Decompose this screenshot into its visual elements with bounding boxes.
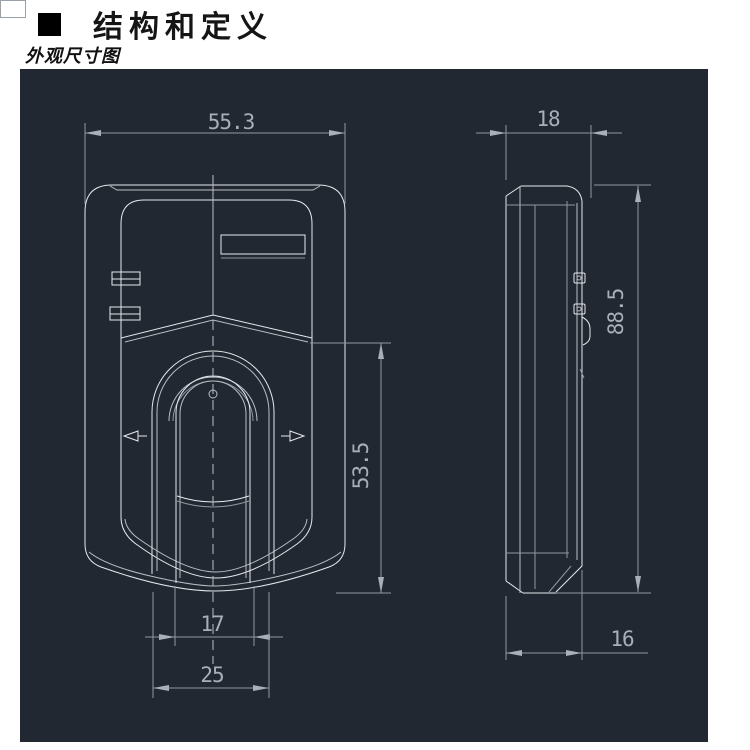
- dim-side-height-label: 88.5: [604, 289, 628, 336]
- front-inner-panel-rim: [124, 518, 308, 573]
- front-inner-panel: [120, 199, 313, 579]
- dim-front-window-width: 17: [145, 586, 283, 646]
- dim-front-overall-width-label: 55.3: [208, 110, 255, 134]
- dim-front-overall-width: 55.3: [84, 110, 346, 204]
- corner-cell-box: [0, 0, 26, 18]
- fp-window-inner: [179, 380, 247, 578]
- dim-side-body-depth-label: 16: [610, 627, 634, 651]
- dim-front-sensor-height: 53.5: [310, 342, 391, 594]
- dim-side-depth-label: 18: [536, 107, 560, 131]
- drawing-subtitle: 外观尺寸图: [25, 46, 120, 66]
- section-title: 结构和定义: [93, 11, 273, 44]
- front-view: [84, 175, 346, 664]
- fp-window-sill2: [176, 500, 250, 508]
- side-top-chamfer: [505, 185, 522, 197]
- side-front-face: [555, 201, 583, 593]
- dimension-drawing: 55.3 53.5 17 25: [84, 107, 651, 698]
- front-outer-outline: [84, 184, 346, 592]
- chevron-ridge-outer: [120, 314, 313, 339]
- cad-canvas: 55.3 53.5 17 25: [20, 69, 708, 742]
- dim-front-module-width-label: 25: [200, 663, 223, 687]
- side-clip-detail: [573, 272, 591, 379]
- dim-side-depth: 18: [476, 107, 622, 198]
- fp-arch-outer: [151, 350, 275, 574]
- dim-front-module-width: 25: [152, 592, 270, 698]
- front-top-rim: [109, 185, 321, 191]
- section-bullet-square: [38, 13, 61, 36]
- dim-front-window-width-label: 17: [200, 612, 224, 636]
- dim-side-body-depth: 16: [505, 570, 648, 660]
- label-recess: [220, 234, 306, 255]
- front-bottom-rim: [88, 551, 342, 587]
- side-button-lower: [109, 306, 141, 321]
- side-view: [505, 185, 591, 594]
- dim-front-sensor-height-label: 53.5: [349, 443, 373, 490]
- fp-arch-mid: [168, 376, 258, 422]
- dim-side-height: 88.5: [556, 184, 651, 594]
- right-marker-icon: [281, 430, 306, 442]
- side-bottom-taper: [548, 565, 572, 593]
- side-button-upper: [111, 271, 141, 286]
- side-top-front-curve: [566, 185, 583, 202]
- left-marker-icon: [122, 430, 147, 442]
